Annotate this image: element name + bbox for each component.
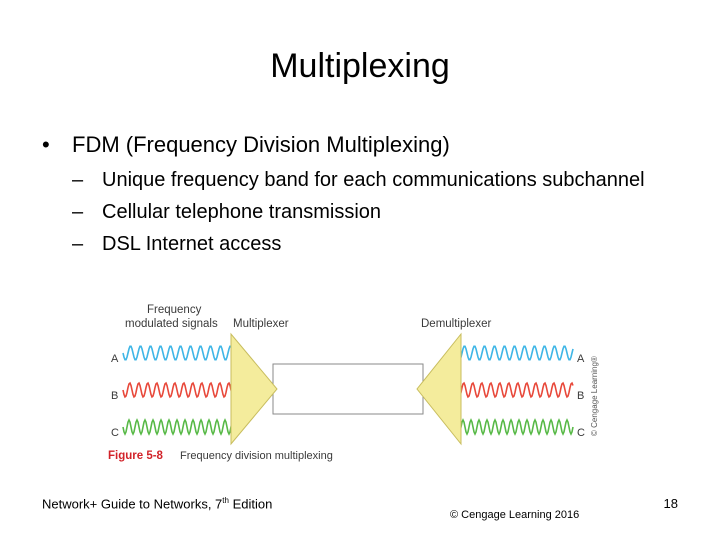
channel-a-left: A	[111, 353, 119, 365]
figure-number: Figure 5-8	[108, 450, 164, 462]
signal-b-output-wave	[457, 383, 573, 397]
dash-mark: –	[72, 169, 102, 192]
channel-b-right: B	[577, 390, 584, 402]
signal-c-input-wave	[123, 420, 237, 434]
signal-c-output-wave	[457, 420, 573, 434]
footer-copyright: © Cengage Learning 2016	[450, 509, 579, 521]
slide-body: • FDM (Frequency Division Multiplexing) …	[42, 131, 682, 265]
label-multiplexer: Multiplexer	[233, 318, 289, 330]
dash-mark: –	[72, 201, 102, 224]
signal-b-input-wave	[123, 383, 237, 397]
multiplexer-shape	[231, 334, 277, 444]
label-demultiplexer: Demultiplexer	[421, 318, 491, 330]
bullet-dot: •	[42, 131, 72, 159]
channel-c-left: C	[111, 427, 119, 439]
demultiplexer-shape	[417, 334, 461, 444]
signal-a-input-wave	[123, 346, 237, 359]
figure-caption: Frequency division multiplexing	[180, 450, 333, 462]
fdm-figure: Frequency modulated signals Multiplexer …	[105, 298, 605, 468]
label-frequency: Frequency	[147, 304, 202, 316]
bullet-item: • FDM (Frequency Division Multiplexing)	[42, 131, 682, 159]
channel-c-right: C	[577, 427, 585, 439]
fdm-diagram: Frequency modulated signals Multiplexer …	[105, 298, 605, 468]
channel-b-left: B	[111, 390, 118, 402]
shared-link	[273, 364, 423, 414]
sub-bullet-item: – Unique frequency band for each communi…	[72, 169, 682, 192]
slide-title: Multiplexing	[0, 44, 720, 88]
sub-bullet-item: – DSL Internet access	[72, 233, 682, 256]
figure-credit: © Cengage Learning®	[590, 356, 599, 436]
sub-bullet-text: Cellular telephone transmission	[102, 201, 381, 224]
sub-bullet-text: DSL Internet access	[102, 233, 281, 256]
footer-book-title: Network+ Guide to Networks, 7th Edition	[42, 496, 272, 511]
bullet-text: FDM (Frequency Division Multiplexing)	[72, 131, 450, 159]
sub-bullet-list: – Unique frequency band for each communi…	[72, 169, 682, 256]
sub-bullet-text: Unique frequency band for each communica…	[102, 169, 645, 192]
dash-mark: –	[72, 233, 102, 256]
label-modulated-signals: modulated signals	[125, 318, 218, 330]
sub-bullet-item: – Cellular telephone transmission	[72, 201, 682, 224]
signal-a-output-wave	[457, 346, 573, 359]
page-number: 18	[664, 496, 678, 511]
channel-a-right: A	[577, 353, 585, 365]
